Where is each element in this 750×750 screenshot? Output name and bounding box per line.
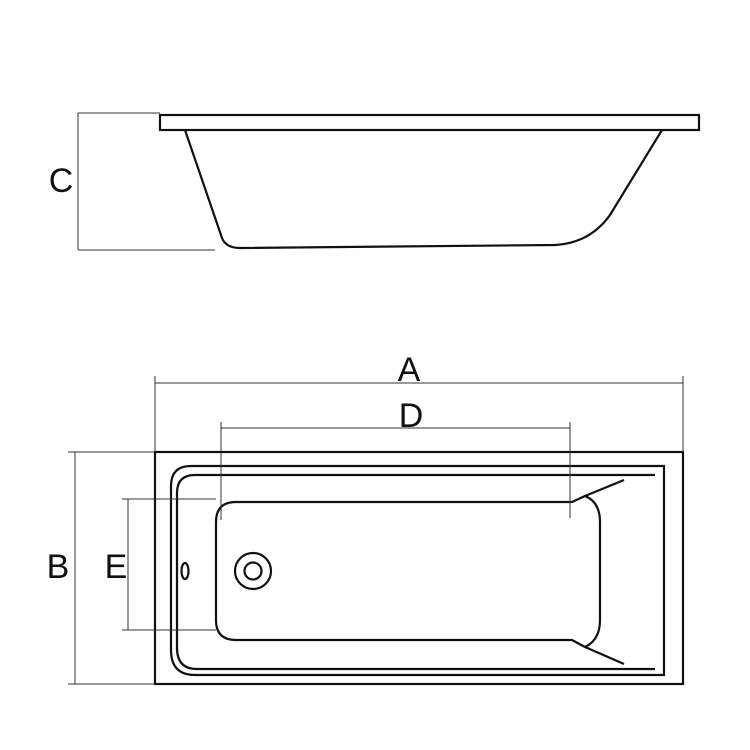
dimension-a: A [154, 351, 684, 452]
top-view: A D B E [47, 351, 685, 686]
dimension-c: C [49, 112, 215, 251]
dimension-e: E [105, 498, 216, 631]
label-a: A [398, 351, 421, 389]
label-c: C [49, 162, 74, 200]
tub-rim [158, 113, 701, 132]
basin-outline [214, 494, 602, 649]
rim-outline [169, 464, 666, 677]
overflow-icon [180, 561, 190, 581]
side-view: C [49, 112, 701, 251]
drain-inner-icon [243, 561, 263, 581]
backrest-line-top [584, 478, 625, 498]
label-b: B [47, 548, 70, 586]
drain-outer-icon [233, 551, 273, 591]
tub-body-profile [183, 129, 663, 250]
backrest-line-bottom [584, 645, 625, 666]
label-d: D [399, 397, 424, 435]
dimension-d: D [220, 397, 571, 520]
tub-outer-outline [153, 450, 685, 686]
dimension-b: B [47, 451, 155, 685]
rim-inner-outline [175, 473, 655, 671]
label-e: E [105, 548, 128, 586]
